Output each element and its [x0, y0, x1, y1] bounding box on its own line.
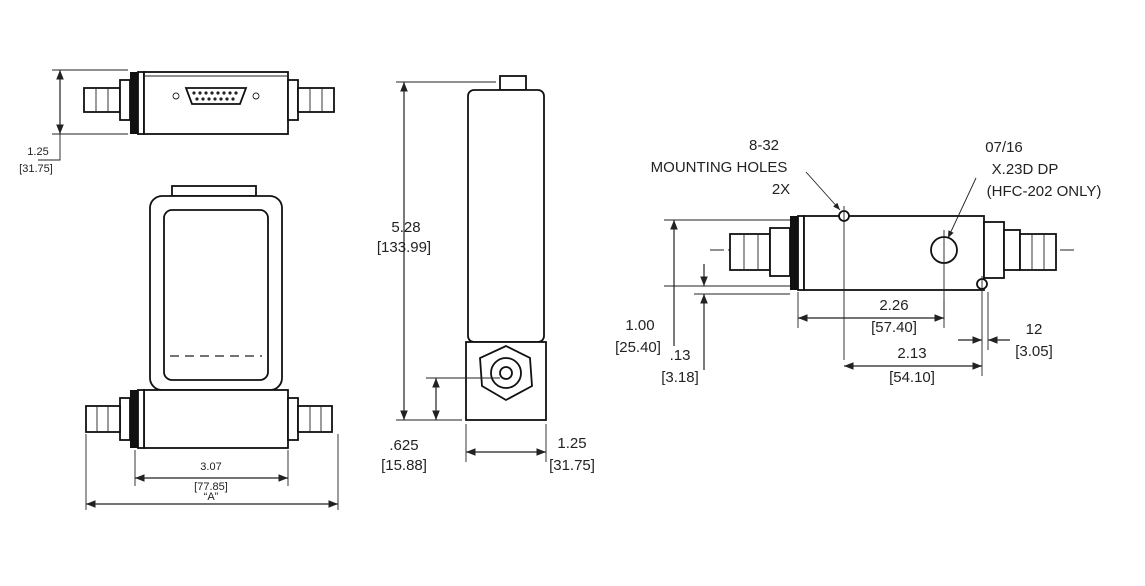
overall-length-label: “A” [204, 491, 219, 503]
top-height-mm: [31.75] [19, 163, 53, 175]
bottom-left-fitting [729, 227, 791, 277]
port-hole-line2: X.23D DP [992, 161, 1059, 178]
side-connector [499, 75, 527, 91]
connector-pin [216, 91, 220, 95]
bottom-height-mm: [25.40] [615, 339, 661, 356]
front-length-inch: 3.07 [200, 461, 221, 473]
bottom-end-offset-mm: [3.05] [1015, 343, 1053, 360]
port-hole-line3: (HFC-202 ONLY) [987, 183, 1102, 200]
bottom-view: 1.00 [25.40] .13 [3.18] 2.26 [57.40] 2.1… [615, 171, 1076, 386]
mounting-holes-line1: 8-32 [749, 137, 779, 154]
top-right-fitting [297, 87, 335, 113]
bottom-hole-offset-mm: [3.18] [661, 369, 699, 386]
d-sub-connector-icon [172, 87, 260, 105]
connector-pin [231, 97, 235, 101]
side-width-inch: 1.25 [557, 435, 586, 452]
bottom-port-spacing-inch: 2.13 [897, 345, 926, 362]
bottom-hole-spacing-inch: 2.26 [879, 297, 908, 314]
connector-pin [204, 91, 208, 95]
bottom-hole-spacing-mm: [57.40] [871, 319, 917, 336]
mounting-holes-line2: MOUNTING HOLES [651, 159, 788, 176]
side-inlet-height-inch: .625 [389, 437, 418, 454]
bottom-port-spacing-mm: [54.10] [889, 369, 935, 386]
connector-pin [219, 97, 223, 101]
top-view: 1.25 [31.75] [19, 69, 335, 175]
connector-pin [228, 91, 232, 95]
connector-pin [234, 91, 238, 95]
side-inlet-height-mm: [15.88] [381, 457, 427, 474]
bottom-port-hole-icon [930, 230, 958, 320]
bottom-mounting-hole-right-icon [976, 276, 988, 376]
bottom-right-fitting [983, 221, 1057, 279]
side-height-mm: [133.99] [377, 239, 431, 256]
front-base-block [143, 389, 289, 449]
connector-pin [210, 91, 214, 95]
connector-pin [198, 91, 202, 95]
bottom-end-offset-inch: 12 [1026, 321, 1043, 338]
connector-pin [213, 97, 217, 101]
connector-pin [192, 91, 196, 95]
top-left-gasket [130, 72, 138, 134]
side-upper-body [467, 89, 545, 343]
bottom-height-inch: 1.00 [625, 317, 654, 334]
port-hole-note: 07/16 X.23D DP (HFC-202 ONLY) [985, 139, 1101, 200]
side-inlet-port-icon [479, 345, 533, 402]
side-height-inch: 5.28 [391, 219, 420, 236]
front-window [163, 209, 269, 381]
port-hole-line1: 07/16 [985, 139, 1023, 156]
front-left-fitting [85, 397, 131, 441]
mounting-holes-note: 8-32 MOUNTING HOLES 2X [651, 137, 791, 198]
connector-pin [195, 97, 199, 101]
bottom-hole-offset-inch: .13 [670, 347, 691, 364]
connector-pin [222, 91, 226, 95]
mounting-holes-line3: 2X [772, 181, 790, 198]
bottom-mounting-hole-icon [838, 206, 850, 360]
front-right-fitting [297, 405, 333, 433]
front-length-mm: [77.85] [194, 481, 228, 493]
top-left-fitting [83, 79, 131, 121]
front-connector [171, 185, 257, 197]
connector-pin [207, 97, 211, 101]
side-width-mm: [31.75] [549, 457, 595, 474]
front-view: 3.07 [77.85] “A” [85, 185, 339, 510]
connector-pin [225, 97, 229, 101]
side-view: 5.28 [133.99] .625 [15.88] 1.25 [31.75] [377, 75, 595, 474]
top-height-inch: 1.25 [27, 146, 48, 158]
connector-pin [201, 97, 205, 101]
